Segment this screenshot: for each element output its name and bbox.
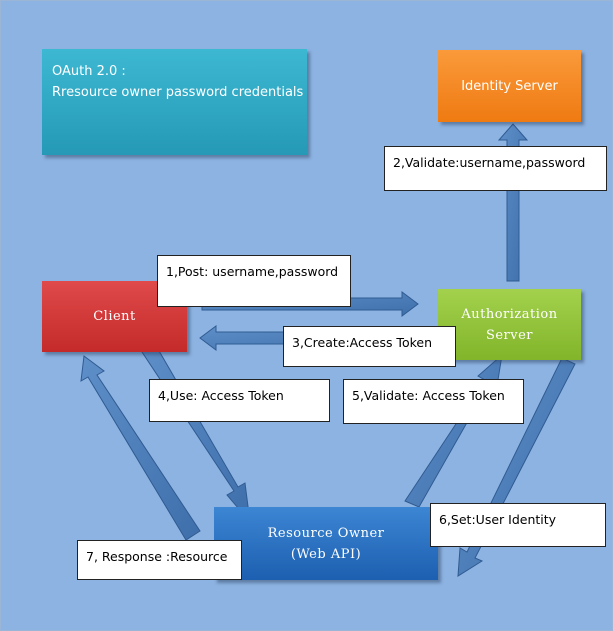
identity-server-label: Identity Server	[461, 78, 558, 94]
client-label: Client	[93, 309, 136, 324]
step-4-label: 4,Use: Access Token	[149, 379, 330, 422]
resource-owner-label-line-1: Resource Owner	[267, 525, 385, 541]
step-2-label: 2,Validate:username,password	[384, 146, 607, 191]
authorization-server-label-line-1: Authorization	[461, 306, 558, 322]
arrow-resource-to-auth	[404, 353, 503, 508]
resource-owner-label-line-2: (Web API)	[290, 546, 362, 562]
title-line-2: Rresource owner password credentials	[52, 85, 304, 100]
step-5-label: 5,Validate: Access Token	[343, 379, 524, 424]
step-7-label: 7, Response :Resource	[77, 540, 242, 580]
authorization-server-label-line-2: Server	[485, 327, 534, 343]
step-3-label: 3,Create:Access Token	[283, 326, 456, 367]
step-1-label: 1,Post: username,password	[157, 255, 351, 307]
arrow-resource-to-client	[80, 355, 201, 541]
arrow-client-to-resource	[141, 343, 251, 524]
diagram-title: OAuth 2.0 : Rresource owner password cre…	[42, 49, 307, 155]
arrow-auth-to-identity	[497, 123, 529, 282]
authorization-server-node: Authorization Server	[438, 289, 581, 360]
title-line-1: OAuth 2.0 :	[52, 64, 126, 79]
step-6-label: 6,Set:User Identity	[430, 503, 606, 547]
resource-owner-node: Resource Owner (Web API)	[214, 507, 438, 580]
identity-server-node: Identity Server	[438, 50, 581, 122]
